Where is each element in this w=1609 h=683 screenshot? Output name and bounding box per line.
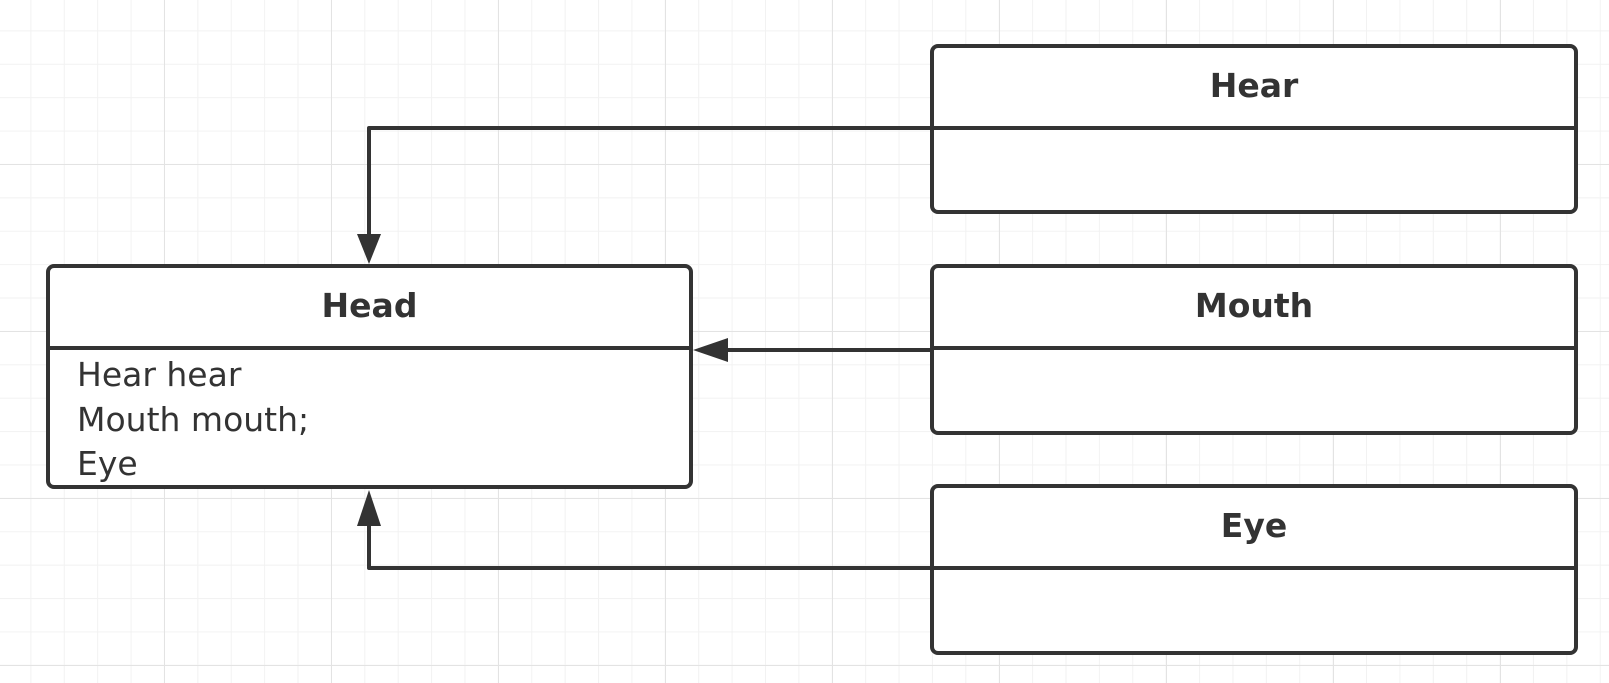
class-hear-attributes: [934, 130, 1574, 210]
attribute-mouth: Mouth mouth;: [77, 399, 310, 439]
edge-hear-to-head[interactable]: [357, 126, 932, 264]
class-mouth-title: Mouth: [934, 268, 1574, 350]
edge-eye-to-head[interactable]: [357, 490, 932, 570]
class-head[interactable]: Head Hear hear Mouth mouth; Eye: [46, 264, 693, 489]
class-hear[interactable]: Hear: [930, 44, 1578, 214]
arrowhead-icon: [357, 234, 381, 264]
arrowhead-icon: [357, 490, 381, 526]
class-mouth[interactable]: Mouth: [930, 264, 1578, 435]
class-mouth-attributes: [934, 350, 1574, 431]
class-head-attributes: Hear hear Mouth mouth; Eye: [50, 350, 689, 485]
attribute-hear: Hear hear: [77, 355, 242, 394]
class-eye-attributes: [934, 570, 1574, 651]
class-eye[interactable]: Eye: [930, 484, 1578, 655]
class-eye-title: Eye: [934, 488, 1574, 570]
arrowhead-icon: [693, 338, 728, 362]
edge-mouth-to-head[interactable]: [693, 338, 932, 362]
class-head-title: Head: [50, 268, 689, 350]
class-hear-title: Hear: [934, 48, 1574, 130]
attribute-eye: Eye: [77, 444, 138, 483]
